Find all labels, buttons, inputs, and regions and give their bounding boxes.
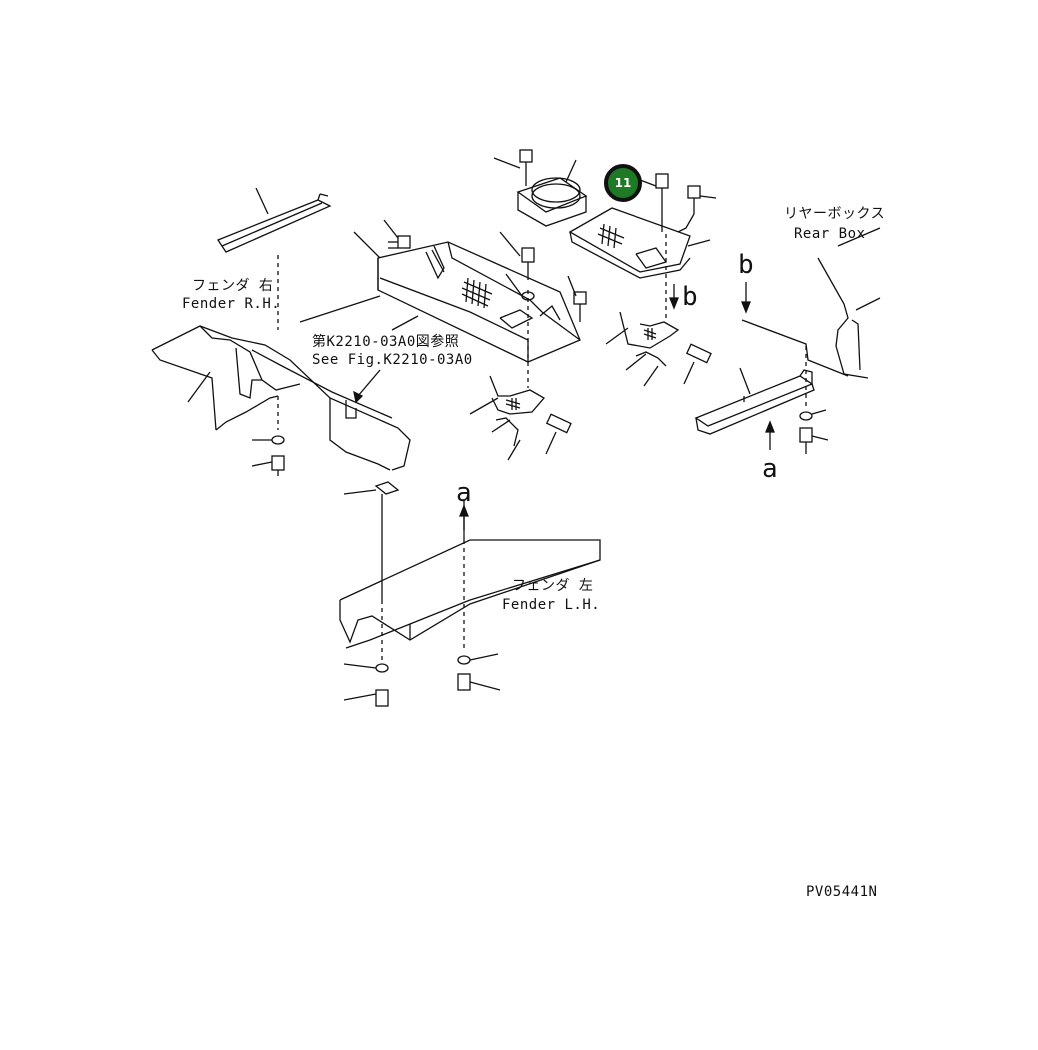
- leader-line: [565, 159, 577, 183]
- leader-line: [383, 219, 399, 239]
- leader-line: [391, 315, 419, 331]
- leader-line: [605, 327, 629, 345]
- leader-line: [255, 187, 269, 215]
- rear-box-label-en: Rear Box: [794, 226, 866, 242]
- arrow-b-right-label: b: [738, 250, 754, 280]
- bolt-top-left: [519, 149, 533, 186]
- leader-line: [469, 681, 501, 691]
- arrow-a-right-label: a: [762, 454, 778, 484]
- leader-line: [343, 693, 377, 701]
- leader-line: [469, 397, 499, 415]
- arrow-b-right: [741, 282, 751, 314]
- leader-line: [739, 367, 751, 395]
- leader-line: [643, 365, 659, 387]
- top-ring-plate: [516, 177, 588, 227]
- rh-top-bracket-plate: [217, 193, 332, 330]
- center-bracket: [489, 290, 572, 447]
- arrow-b-left: [669, 284, 679, 310]
- leader-line: [625, 353, 647, 371]
- leader-line: [545, 431, 557, 455]
- mesh-cover-plate: [568, 207, 691, 279]
- arrow-a-center-label: a: [456, 478, 472, 508]
- fender-rh-label-jp: フェンダ 右: [192, 278, 274, 294]
- leader-line: [187, 371, 211, 403]
- rear-box-outline: [741, 227, 881, 408]
- leader-line: [505, 273, 523, 297]
- bolt-right-small: [573, 291, 587, 322]
- bolt-cover-left: [388, 235, 411, 249]
- leader-line: [699, 195, 717, 199]
- leader-line: [811, 409, 827, 415]
- leader-line: [251, 461, 273, 467]
- arrow-a-right: [765, 420, 775, 450]
- bolt-callout-11: [655, 173, 669, 320]
- leader-line: [507, 439, 521, 461]
- washer-bolt-left-top: [271, 435, 285, 476]
- right-bracket: [619, 311, 712, 367]
- fender-lh-body: [339, 481, 601, 660]
- leader-line: [639, 179, 657, 187]
- arrow-a-center: [459, 504, 469, 530]
- bolt-top-right: [677, 185, 701, 233]
- right-channel: [694, 369, 815, 435]
- washer-bolt-right: [799, 411, 813, 454]
- washer-bolt-lh: [375, 655, 471, 707]
- leader-line: [811, 435, 829, 441]
- drawing-code: PV05441N: [806, 884, 878, 900]
- arrow-b-left-label: b: [682, 282, 698, 312]
- leader-line: [687, 239, 711, 247]
- part-callout-11[interactable]: 11: [604, 164, 642, 202]
- see-fig-label-jp: 第K2210-03A0図参照: [312, 334, 460, 350]
- fender-rh-label-en: Fender R.H.: [182, 296, 281, 312]
- see-fig-label-en: See Fig.K2210-03A0: [312, 352, 473, 368]
- fender-lh-label-en: Fender L.H.: [502, 597, 601, 613]
- see-fig-arrow: [353, 369, 381, 404]
- fender-lh-label-jp: フェンダ 左: [512, 578, 594, 594]
- fender-rh-body: [151, 325, 411, 471]
- leader-line: [343, 489, 377, 495]
- leader-line: [299, 295, 381, 323]
- leader-line: [343, 663, 377, 669]
- bolt-center: [521, 247, 535, 301]
- leader-line: [491, 419, 511, 433]
- leader-line: [499, 231, 521, 257]
- rear-box-label-jp: リヤーボックス: [784, 206, 886, 222]
- leader-line: [353, 231, 381, 259]
- leader-line: [683, 361, 695, 385]
- leader-line: [493, 157, 521, 169]
- leader-line: [567, 275, 577, 297]
- leader-line: [469, 653, 499, 661]
